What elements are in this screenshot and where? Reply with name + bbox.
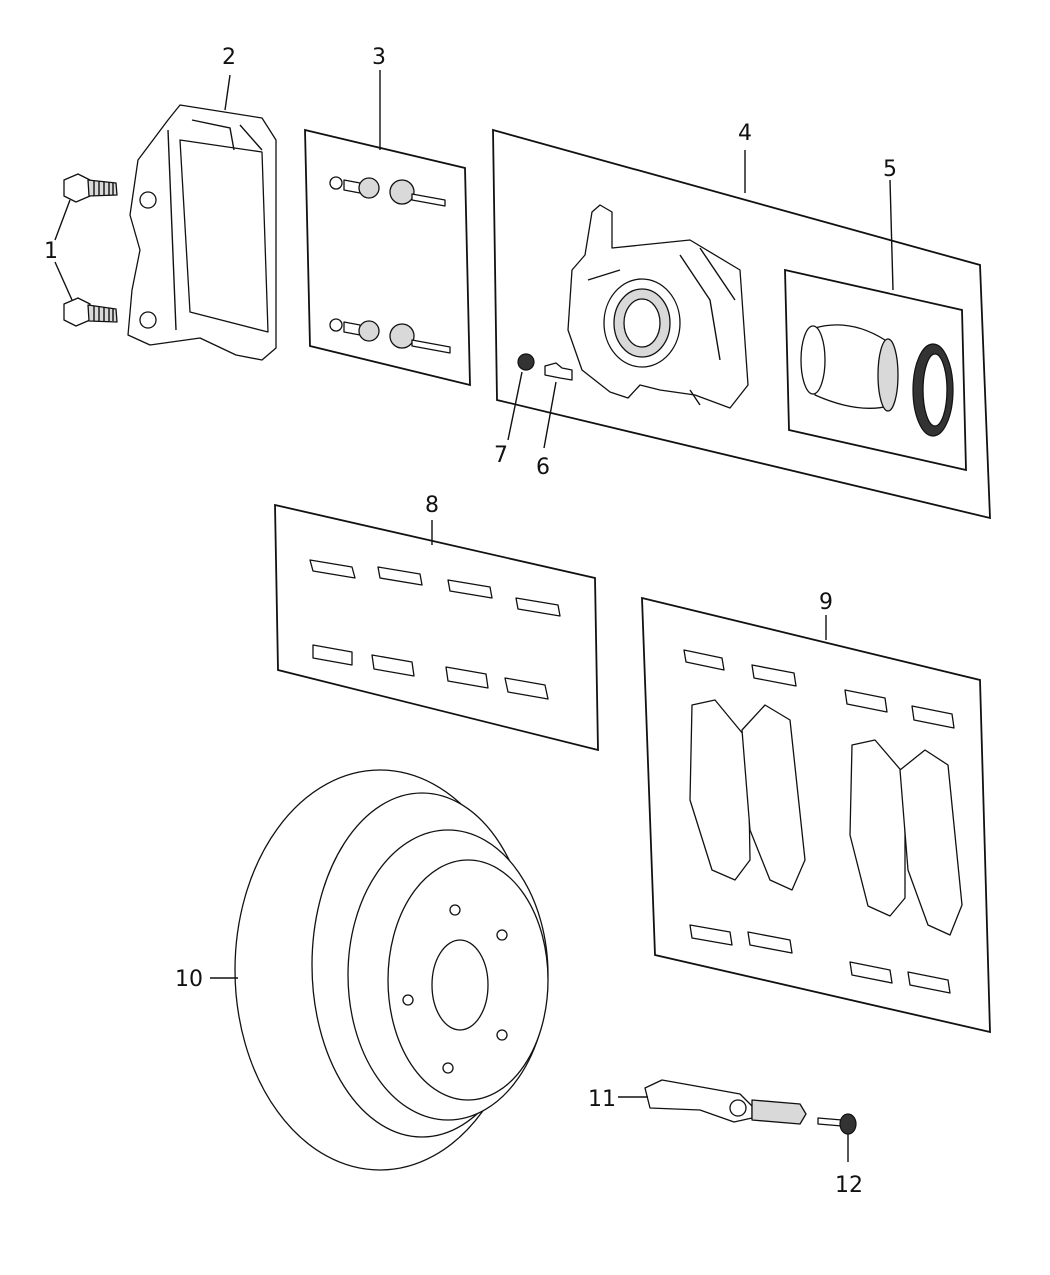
callout-12: 12 <box>835 1173 863 1198</box>
clip-row-lower <box>312 644 549 700</box>
callout-11: 11 <box>588 1087 616 1112</box>
callout-6: 6 <box>536 455 550 480</box>
callout-2: 2 <box>222 45 236 70</box>
clip-row-upper <box>309 559 561 617</box>
part-12-screw <box>817 1113 857 1162</box>
guide-pin-lower <box>329 318 451 354</box>
callout-3: 3 <box>372 45 386 70</box>
part-10-brake-rotor <box>210 769 549 1171</box>
pad-clips <box>683 649 955 994</box>
part-1-bolts <box>54 173 118 327</box>
part-9-pad-kit <box>641 596 991 1034</box>
guide-pin-upper <box>329 176 446 207</box>
bleeder-screw-cap <box>517 353 535 371</box>
part-2-adapter-bracket <box>127 74 277 361</box>
callout-9: 9 <box>819 590 833 615</box>
bolt-upper <box>63 173 118 203</box>
part-3-guide-pin-kit <box>304 70 471 387</box>
callout-8: 8 <box>425 493 439 518</box>
brake-pads-right <box>849 739 963 936</box>
part-5-piston-seal-panel <box>784 179 967 472</box>
callout-4: 4 <box>738 121 752 146</box>
part-11-wear-sensor <box>618 1079 807 1125</box>
callout-1: 1 <box>44 239 58 264</box>
callout-7: 7 <box>494 443 508 468</box>
bleeder-screw <box>544 362 573 381</box>
callout-5: 5 <box>883 157 897 182</box>
piston-seal <box>912 343 954 437</box>
bolt-lower <box>63 297 118 327</box>
callout-10: 10 <box>175 967 203 992</box>
brake-pads-left <box>689 699 806 891</box>
piston <box>800 324 899 412</box>
part-8-clip-kit <box>274 503 599 752</box>
caliper-body <box>567 204 749 409</box>
callout-labels: 1 2 3 4 5 6 7 8 9 10 11 12 <box>44 45 897 1198</box>
